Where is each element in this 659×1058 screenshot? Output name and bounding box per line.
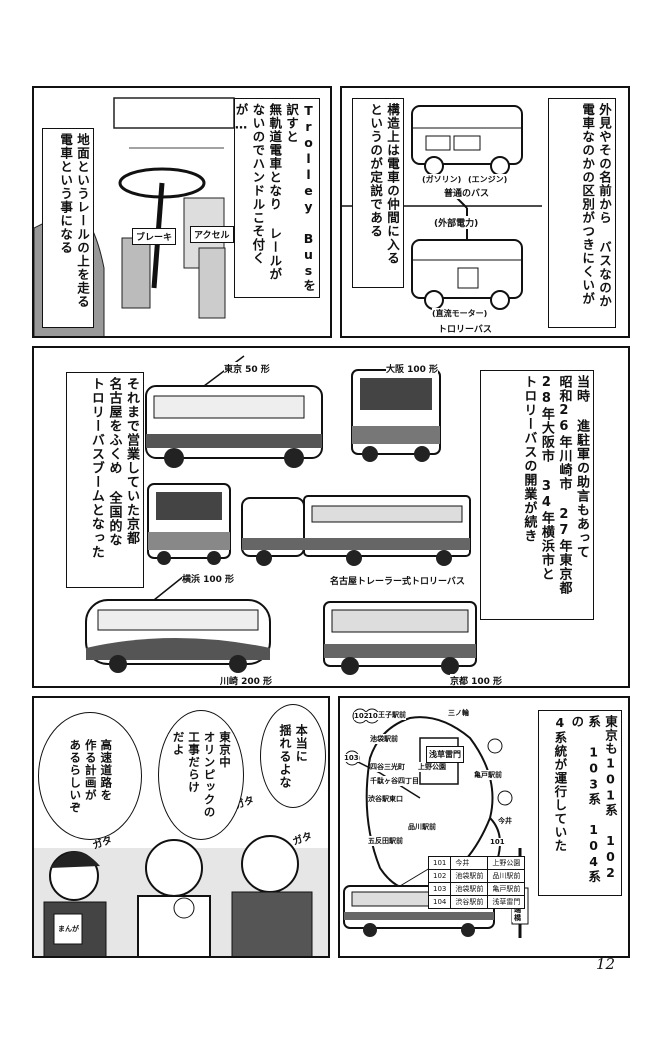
panel-trolleybus-models: 東京 50 形 大阪 100 形 横浜 100 形 名古屋トレーラー式トロリーバ…: [32, 346, 630, 688]
map-imai: 今井: [498, 816, 512, 826]
panel-trolley-driver-cab: ブレーキ アクセル Trolley Busを訳すと無軌道電車となり レールがない…: [32, 86, 332, 338]
kyoto-100-label: 京都 100 形: [450, 674, 503, 686]
map-sendagaya: 千駄ヶ谷四丁目: [370, 776, 419, 786]
panel-bus-vs-trolley: (ガソリン) (エンジン) 普通のバス (外部電力) (直流モーター) トロリー…: [340, 86, 630, 338]
external-power-label: (外部電力): [434, 216, 479, 229]
map-ikebukuro: 池袋駅前: [370, 734, 398, 744]
bus-comparison-diagram: [342, 105, 542, 310]
tokyo-50-label: 東京 50 形: [224, 362, 270, 375]
brake-label: ブレーキ: [132, 228, 177, 245]
map-minowa: 三ノ輪: [448, 708, 469, 718]
speech-bubble-highway: 高速道路を作る計画があるらしいぞ: [38, 712, 142, 840]
caption-appearance: 外見やその名前から バスなのか電車なのかの区別がつきにくいが: [548, 98, 616, 328]
bus-models-illustration: [85, 355, 477, 675]
map-shinagawa: 品川駅前: [408, 822, 436, 832]
nagoya-trailer-label: 名古屋トレーラー式トロリーバス: [330, 574, 465, 587]
map-oji: 王子駅前: [378, 710, 406, 720]
map-kameido: 亀戸駅前: [474, 770, 502, 780]
map-asakusa: 浅草雷門: [426, 746, 464, 763]
speech-trolley-definition: Trolley Busを訳すと無軌道電車となり レールがないのでハンドルこそ付く…: [234, 98, 320, 298]
panel-tokyo-routes: 101 102 103 104 王子駅前 三ノ輪 池袋駅前 四谷三光町 千駄ヶ谷…: [338, 696, 630, 958]
map-ueno: 上野公園: [418, 762, 446, 772]
caption-trolley-boom: それまで営業していた京都名古屋をふくめ 全国的なトロリーバスブームとなった: [66, 372, 144, 588]
route-102-tag: 102: [354, 712, 369, 720]
route-101-tag: 101: [490, 838, 505, 846]
accel-label: アクセル: [190, 226, 234, 243]
dc-motor-label: (直流モーター): [432, 308, 488, 319]
speech-bubble-olympics: 東京中オリンピックの工事だらけだよ: [158, 710, 244, 840]
osaka-100-label: 大阪 100 形: [386, 362, 439, 375]
page-number: 12: [596, 955, 616, 973]
normal-bus-label: 普通のバス: [444, 186, 490, 199]
map-shibuya: 渋谷駅東口: [368, 794, 403, 804]
engine-label: (エンジン): [468, 174, 508, 185]
map-gotanda: 五反田駅前: [368, 836, 403, 846]
speech-bubble-shaky: 本当に揺れるよな: [260, 704, 326, 808]
yokohama-100-label: 横浜 100 形: [182, 572, 235, 585]
caption-structure: 構造上は電車の仲間に入るというのが定説である: [352, 98, 404, 288]
caption-rail-ground: 地面というレールの上を走る電車という事になる: [42, 128, 94, 328]
route-103-tag: 103: [344, 754, 359, 762]
trolley-bus-label: トロリーバス: [438, 322, 492, 335]
kawasaki-200-label: 川崎 200 形: [220, 674, 273, 686]
book-label: まんが: [58, 924, 79, 934]
route-104-tag: 104: [368, 712, 383, 720]
gasoline-label: (ガソリン): [422, 174, 462, 185]
characters-illustration: [34, 835, 328, 956]
map-yotsuya: 四谷三光町: [370, 762, 405, 772]
